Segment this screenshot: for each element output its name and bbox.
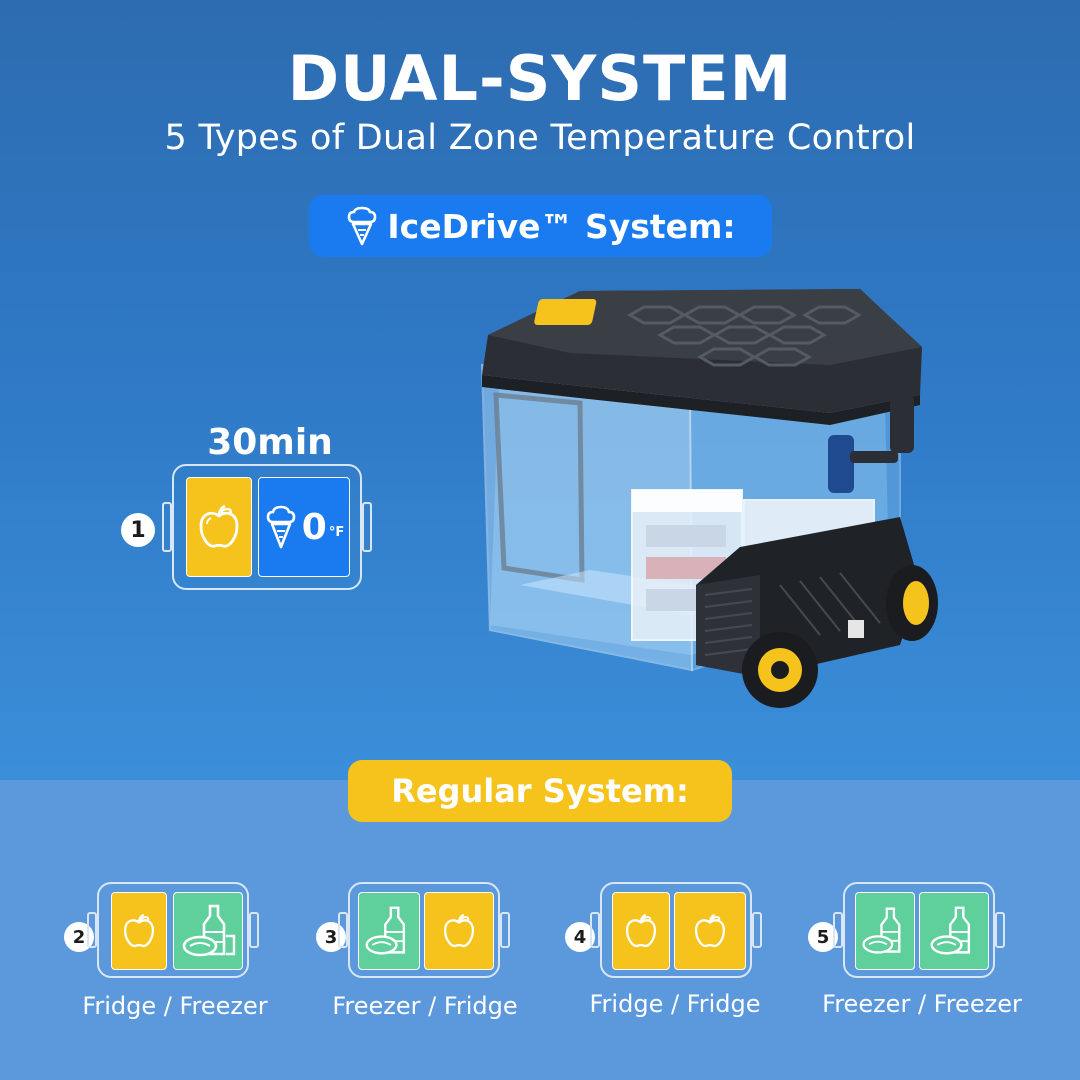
cooling-time: 30min bbox=[207, 422, 333, 463]
page-title: DUAL-SYSTEM bbox=[287, 42, 793, 115]
mode-caption: Freezer / Freezer bbox=[822, 990, 1022, 1018]
mode-caption: Fridge / Fridge bbox=[589, 990, 761, 1018]
fridge-zone bbox=[424, 892, 494, 970]
icedrive-system-label: IceDrive™ System: bbox=[309, 195, 772, 257]
apple-icon bbox=[693, 913, 727, 949]
fridge-zone bbox=[186, 477, 252, 577]
apple-icon bbox=[197, 504, 241, 550]
portable-fridge-illustration bbox=[460, 285, 950, 725]
freezer-zone bbox=[173, 892, 243, 970]
bottle-steak-icon bbox=[363, 903, 415, 959]
fridge-zone bbox=[612, 892, 670, 970]
ice-cream-icon bbox=[264, 505, 298, 549]
mode-3-zone-diagram bbox=[338, 882, 510, 978]
apple-icon bbox=[624, 913, 658, 949]
page-subtitle: 5 Types of Dual Zone Temperature Control bbox=[164, 118, 916, 158]
freezer-zone bbox=[855, 892, 915, 970]
freezer-zone bbox=[358, 892, 420, 970]
ice-cream-icon bbox=[345, 206, 379, 246]
mode-number-badge: 1 bbox=[121, 513, 155, 547]
mode-1-zone-diagram: 0 °F bbox=[162, 464, 372, 590]
mode-5-zone-diagram bbox=[833, 882, 1005, 978]
fridge-zone bbox=[674, 892, 746, 970]
bottle-steak-icon bbox=[928, 904, 980, 958]
regular-system-label: Regular System: bbox=[348, 760, 732, 822]
bottle-steak-icon bbox=[180, 902, 236, 960]
icedrive-freezer-zone: 0 °F bbox=[258, 477, 350, 577]
freezer-zone bbox=[919, 892, 989, 970]
mode-caption: Fridge / Freezer bbox=[82, 992, 268, 1020]
mode-2-zone-diagram bbox=[87, 882, 259, 978]
mode-caption: Freezer / Fridge bbox=[332, 992, 518, 1020]
bottle-steak-icon bbox=[860, 904, 910, 958]
apple-icon bbox=[442, 913, 476, 949]
freezer-temp-unit: °F bbox=[328, 524, 345, 540]
freezer-temp-value: 0 bbox=[301, 506, 327, 548]
mode-4-zone-diagram bbox=[590, 882, 762, 978]
icedrive-label-text: IceDrive™ System: bbox=[387, 206, 736, 246]
apple-icon bbox=[122, 913, 156, 949]
fridge-zone bbox=[111, 892, 167, 970]
freezer-temperature: 0 °F bbox=[302, 507, 344, 548]
